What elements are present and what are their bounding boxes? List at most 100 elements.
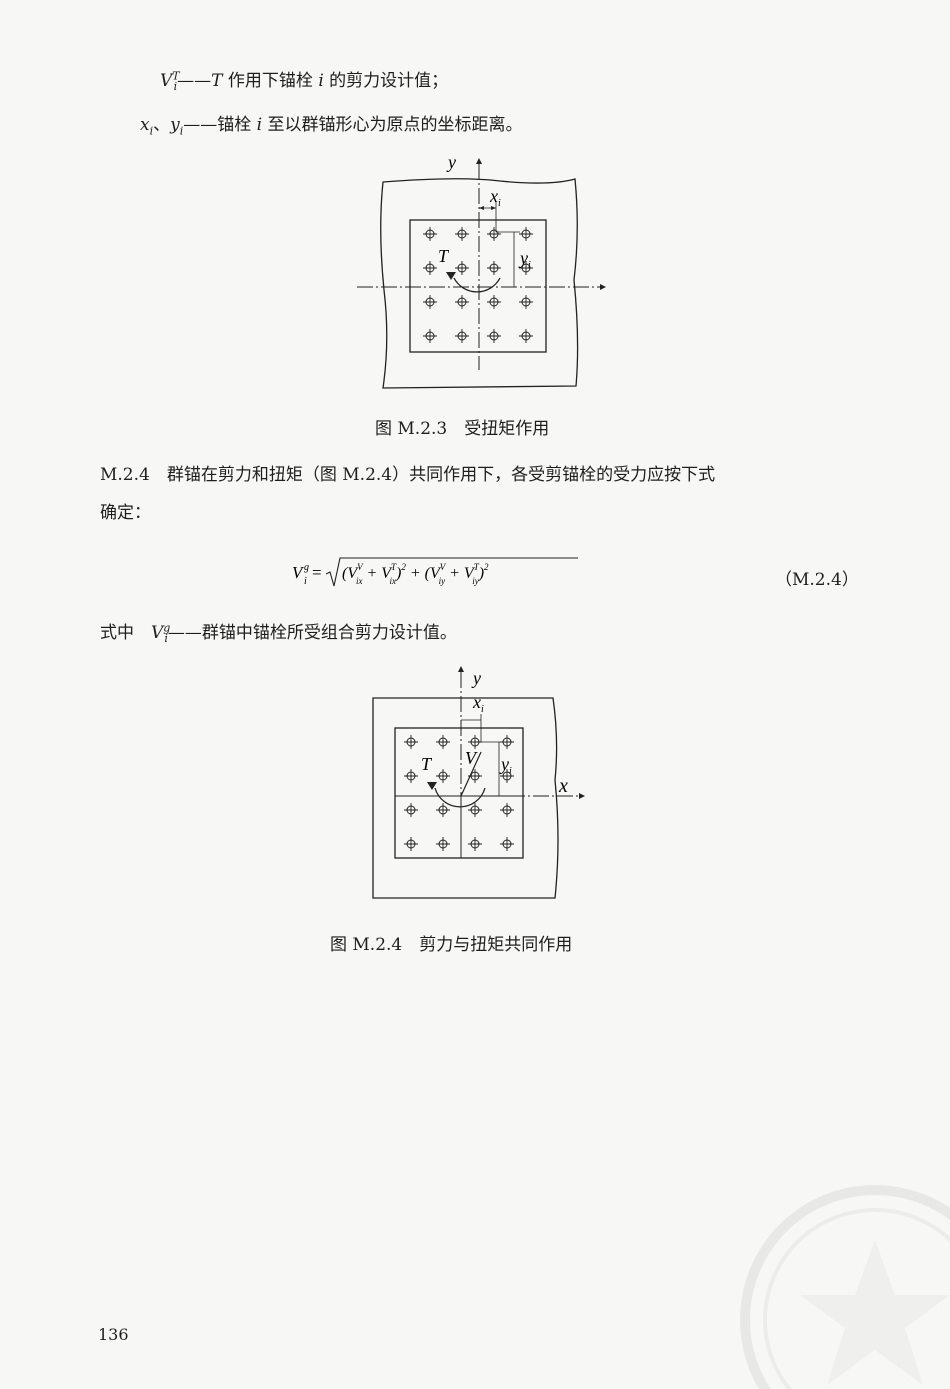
label-yi: yi <box>518 248 531 271</box>
anchor-bolt-cross <box>487 227 501 241</box>
symbol-x-sub: i <box>149 124 154 138</box>
equation-lhs-sub: i <box>304 576 307 587</box>
anchor-bolt-cross <box>404 769 418 783</box>
anchor-bolt-cross <box>436 769 450 783</box>
anchor-bolt-cross <box>519 261 533 275</box>
y-axis-arrow <box>458 666 464 672</box>
figure-m-2-3-caption: 图 M.2.3 受扭矩作用 <box>375 419 550 439</box>
definition-vt: VTi——T 作用下锚栓 i 的剪力设计值； <box>160 66 448 93</box>
anchor-bolt-cross <box>500 837 514 851</box>
text-i: i <box>318 71 324 91</box>
symbol-x: x <box>140 115 150 135</box>
where-text: 群锚中锚栓所受组合剪力设计值。 <box>201 623 457 643</box>
plate-outline <box>380 178 579 389</box>
clause-text: 群锚在剪力和扭矩（图 M.2.4）共同作用下，各受剪锚栓的受力应按下式 <box>166 465 716 485</box>
anchor-bolt-cross <box>487 329 501 343</box>
torque-arrow <box>446 272 456 280</box>
anchor-bolt-cross <box>436 837 450 851</box>
xi-arrow-right <box>491 206 496 210</box>
anchor-bolt-cross <box>468 803 482 817</box>
watermark-seal <box>735 1180 950 1389</box>
page-number: 136 <box>98 1325 129 1344</box>
xi-arrow-left <box>479 206 484 210</box>
anchor-bolt-cross <box>423 227 437 241</box>
figure-m-2-3: y xi yi T <box>357 152 606 389</box>
anchor-bolt-cross <box>404 735 418 749</box>
where-symbol: V <box>151 623 164 643</box>
anchor-bolt-cross <box>455 261 469 275</box>
symbol-sub: i <box>173 80 178 94</box>
anchor-bolts <box>404 735 514 851</box>
anchor-bolt-cross <box>423 329 437 343</box>
equals-sign: = <box>312 563 322 582</box>
where-line: 式中 Vgi——群锚中锚栓所受组合剪力设计值。 <box>100 618 457 645</box>
label-xi: xi <box>472 692 484 715</box>
x-axis-arrow <box>600 284 606 290</box>
shear-arrow <box>460 751 482 797</box>
figure-m-2-4-caption: 图 M.2.4 剪力与扭矩共同作用 <box>330 935 573 955</box>
anchor-bolt-cross <box>487 295 501 309</box>
sqrt-sign <box>325 557 578 587</box>
anchor-bolt-cross <box>423 261 437 275</box>
clause-number: M.2.4 <box>100 465 150 485</box>
equation-number: （M.2.4） <box>775 570 859 590</box>
where-label: 式中 <box>100 623 134 643</box>
dash: —— <box>167 623 202 643</box>
label-t: T <box>421 754 433 774</box>
symbol-v: V <box>160 71 173 91</box>
torque-arc <box>434 787 486 808</box>
anchor-bolt-cross <box>519 329 533 343</box>
label-y: y <box>471 668 481 688</box>
anchor-bolt-cross <box>404 837 418 851</box>
torque-arrow <box>427 782 437 790</box>
anchor-plate <box>394 727 524 859</box>
label-xi: xi <box>489 186 501 209</box>
where-symbol-sub: i <box>164 632 168 646</box>
text: 作用下锚栓 <box>222 71 319 91</box>
definition-xy: xi、yi——锚栓 i 至以群锚形心为原点的坐标距离。 <box>140 110 523 137</box>
anchor-bolts <box>423 227 533 343</box>
anchor-bolt-cross <box>404 803 418 817</box>
text-t: T <box>211 71 223 91</box>
anchor-plate <box>409 219 547 353</box>
dash: —— <box>177 71 212 91</box>
anchor-bolt-cross <box>455 295 469 309</box>
clause-line-2: 确定： <box>100 503 151 523</box>
label-x: x <box>558 775 568 797</box>
symbol-sup: T <box>172 69 180 83</box>
x-axis-arrow <box>579 793 585 799</box>
label-yi: yi <box>499 754 512 777</box>
plate-outline <box>372 697 559 899</box>
separator: 、 <box>153 115 171 135</box>
text-i: i <box>256 115 263 135</box>
figure-m-2-4: y xi x T V yi <box>372 666 585 899</box>
text-post: 至以群锚形心为原点的坐标距离。 <box>262 115 523 135</box>
equation-lhs: V <box>292 563 305 582</box>
anchor-bolt-cross <box>436 803 450 817</box>
clause-line-1: M.2.4 群锚在剪力和扭矩（图 M.2.4）共同作用下，各受剪锚栓的受力应按下… <box>100 460 715 485</box>
label-t: T <box>438 246 450 266</box>
anchor-bolt-cross <box>519 295 533 309</box>
y-axis-arrow <box>476 158 482 164</box>
label-y: y <box>446 152 456 172</box>
anchor-bolt-cross <box>468 735 482 749</box>
text-post: 的剪力设计值； <box>323 71 449 91</box>
anchor-bolt-cross <box>423 295 437 309</box>
equation-lhs-sup: g <box>304 562 309 573</box>
anchor-bolt-cross <box>487 261 501 275</box>
anchor-bolt-cross <box>500 803 514 817</box>
label-v: V <box>465 748 478 768</box>
anchor-bolt-cross <box>500 769 514 783</box>
where-symbol-sup: g <box>163 621 171 635</box>
anchor-bolt-cross <box>455 329 469 343</box>
anchor-bolt-cross <box>436 735 450 749</box>
symbol-y: y <box>170 115 180 135</box>
text-pre: 锚栓 <box>217 115 257 135</box>
symbol-y-sub: i <box>179 124 184 138</box>
torque-arc <box>453 277 501 293</box>
anchor-bolt-cross <box>455 227 469 241</box>
anchor-bolt-cross <box>468 837 482 851</box>
dash: —— <box>183 115 218 135</box>
